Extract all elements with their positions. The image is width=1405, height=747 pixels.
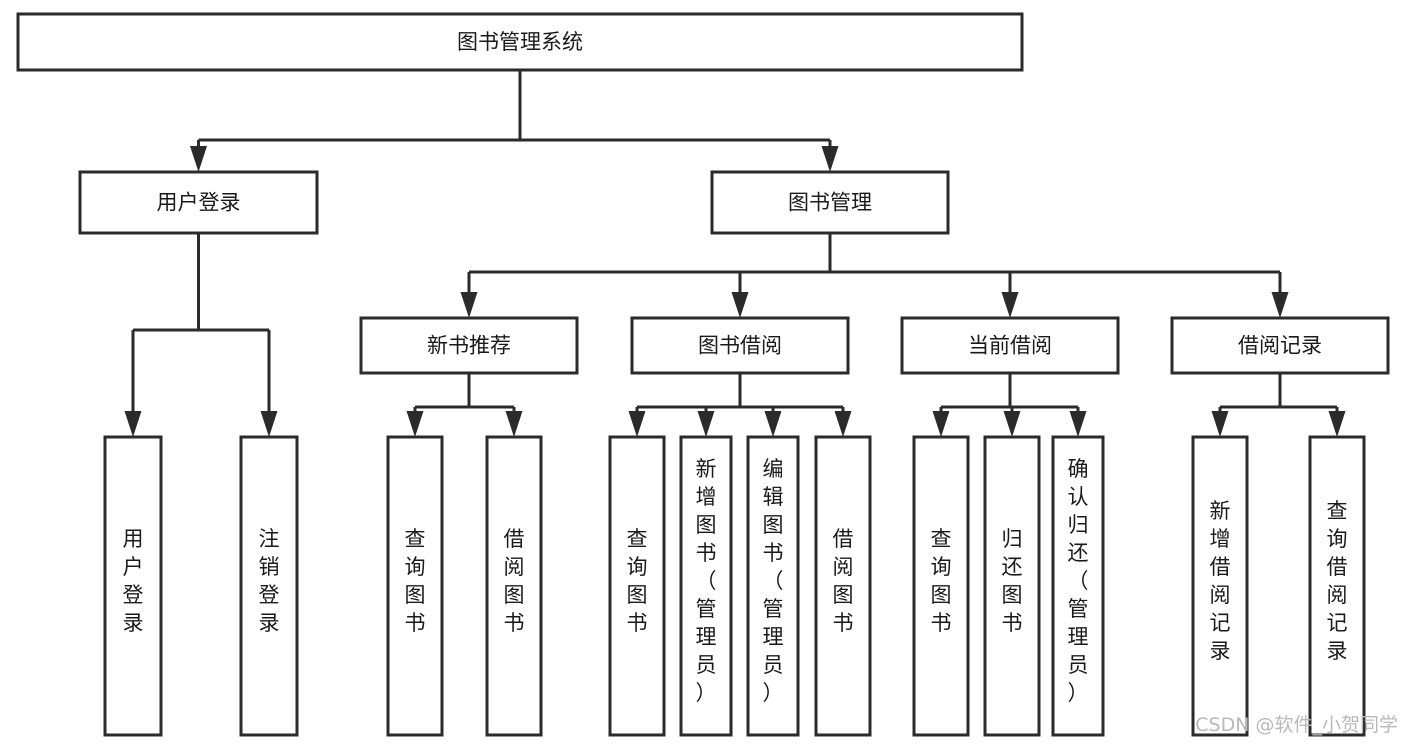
node-book-management[interactable]: 图书管理 — [710, 170, 950, 235]
node-box-leaf-borrow-books-2 — [814, 435, 872, 737]
node-leaf-borrow-books-1[interactable]: 借阅图书 — [485, 435, 543, 737]
node-box-book-borrow — [630, 316, 850, 375]
node-label-leaf-return-books: 归还图书 — [1002, 527, 1023, 635]
node-user-login[interactable]: 用户登录 — [78, 170, 319, 235]
node-label-book-borrow: 图书借阅 — [698, 334, 782, 358]
arrow-leaf-borrow-books-1-arrowhead — [505, 411, 523, 437]
node-label-leaf-borrow-books-1: 借阅图书 — [504, 527, 525, 635]
arrow-current-borrow-arrowhead — [1001, 292, 1019, 318]
node-label-leaf-edit-book-admin: 编辑图书（管理员） — [763, 457, 784, 705]
node-label-leaf-logout: 注销登录 — [259, 527, 280, 635]
node-label-book-management: 图书管理 — [788, 191, 872, 215]
node-box-new-book-recommend — [359, 316, 579, 375]
arrow-leaf-borrow-books-2-arrowhead — [834, 411, 852, 437]
node-leaf-confirm-return-admin[interactable]: 确认归还（管理员） — [1051, 435, 1105, 737]
node-box-leaf-user-login — [103, 435, 163, 737]
node-box-leaf-borrow-books-1 — [485, 435, 543, 737]
node-box-leaf-confirm-return-admin — [1051, 435, 1105, 737]
arrow-book-management-arrowhead — [821, 146, 839, 172]
node-label-leaf-user-login: 用户登录 — [123, 527, 144, 635]
node-label-leaf-query-books-2: 查询图书 — [627, 527, 648, 635]
node-box-leaf-edit-book-admin — [746, 435, 800, 737]
node-leaf-add-book-admin[interactable]: 新增图书（管理员） — [679, 435, 733, 737]
node-box-leaf-query-books-3 — [912, 435, 970, 737]
csdn-watermark: CSDN @软件_小贺同学 — [1195, 714, 1398, 736]
node-box-leaf-add-borrow-record — [1191, 435, 1249, 737]
node-leaf-logout[interactable]: 注销登录 — [239, 435, 299, 737]
connector-layer — [124, 70, 1346, 437]
arrow-user-login-arrowhead — [190, 146, 207, 172]
node-box-user-login — [78, 170, 319, 235]
node-box-borrow-records — [1170, 316, 1390, 375]
node-box-leaf-logout — [239, 435, 299, 737]
arrow-leaf-query-books-1-arrowhead — [406, 411, 424, 437]
arrow-leaf-confirm-return-admin-arrowhead — [1069, 411, 1087, 437]
arrow-leaf-add-book-admin-arrowhead — [697, 411, 715, 437]
node-leaf-return-books[interactable]: 归还图书 — [983, 435, 1041, 737]
node-leaf-query-books-1[interactable]: 查询图书 — [386, 435, 444, 737]
node-leaf-user-login[interactable]: 用户登录 — [103, 435, 163, 737]
node-box-leaf-query-borrow-record — [1308, 435, 1366, 737]
node-label-leaf-borrow-books-2: 借阅图书 — [833, 527, 854, 635]
node-box-leaf-add-book-admin — [679, 435, 733, 737]
node-box-current-borrow — [900, 316, 1120, 375]
node-leaf-borrow-books-2[interactable]: 借阅图书 — [814, 435, 872, 737]
node-label-leaf-confirm-return-admin: 确认归还（管理员） — [1068, 457, 1089, 705]
arrow-leaf-user-login-arrowhead — [124, 411, 142, 437]
node-box-leaf-return-books — [983, 435, 1041, 737]
node-label-leaf-add-book-admin: 新增图书（管理员） — [696, 457, 717, 705]
arrow-book-borrow-arrowhead — [731, 292, 749, 318]
arrow-leaf-query-books-3-arrowhead — [932, 411, 950, 437]
arrow-leaf-add-borrow-record-arrowhead — [1211, 411, 1229, 437]
node-box-leaf-query-books-1 — [386, 435, 444, 737]
node-leaf-query-borrow-record[interactable]: 查询借阅记录 — [1308, 435, 1366, 737]
node-leaf-query-books-3[interactable]: 查询图书 — [912, 435, 970, 737]
arrow-leaf-query-borrow-record-arrowhead — [1328, 411, 1346, 437]
node-book-borrow[interactable]: 图书借阅 — [630, 316, 850, 375]
node-borrow-records[interactable]: 借阅记录 — [1170, 316, 1390, 375]
node-label-new-book-recommend: 新书推荐 — [427, 334, 511, 358]
node-leaf-add-borrow-record[interactable]: 新增借阅记录 — [1191, 435, 1249, 737]
node-label-root: 图书管理系统 — [457, 30, 583, 54]
node-box-leaf-query-books-2 — [608, 435, 666, 737]
node-label-leaf-query-books-3: 查询图书 — [931, 527, 952, 635]
node-leaf-edit-book-admin[interactable]: 编辑图书（管理员） — [746, 435, 800, 737]
node-box-root — [16, 12, 1024, 72]
arrow-leaf-query-books-2-arrowhead — [628, 411, 646, 437]
node-label-leaf-query-borrow-record: 查询借阅记录 — [1327, 499, 1348, 663]
arrow-leaf-return-books-arrowhead — [1003, 411, 1021, 437]
node-root[interactable]: 图书管理系统 — [16, 12, 1024, 72]
node-current-borrow[interactable]: 当前借阅 — [900, 316, 1120, 375]
arrow-leaf-logout-arrowhead — [260, 411, 278, 437]
node-label-borrow-records: 借阅记录 — [1238, 334, 1322, 358]
node-label-leaf-add-borrow-record: 新增借阅记录 — [1210, 499, 1231, 663]
arrow-new-book-recommend-arrowhead — [460, 292, 478, 318]
node-label-user-login: 用户登录 — [157, 191, 241, 215]
arrow-leaf-edit-book-admin-arrowhead — [764, 411, 782, 437]
node-label-leaf-query-books-1: 查询图书 — [405, 527, 426, 635]
node-box-book-management — [710, 170, 950, 235]
node-label-current-borrow: 当前借阅 — [968, 334, 1052, 358]
node-new-book-recommend[interactable]: 新书推荐 — [359, 316, 579, 375]
node-layer: 图书管理系统用户登录图书管理用户登录注销登录新书推荐图书借阅当前借阅借阅记录查询… — [16, 12, 1390, 737]
node-leaf-query-books-2[interactable]: 查询图书 — [608, 435, 666, 737]
arrow-borrow-records-arrowhead — [1271, 292, 1289, 318]
